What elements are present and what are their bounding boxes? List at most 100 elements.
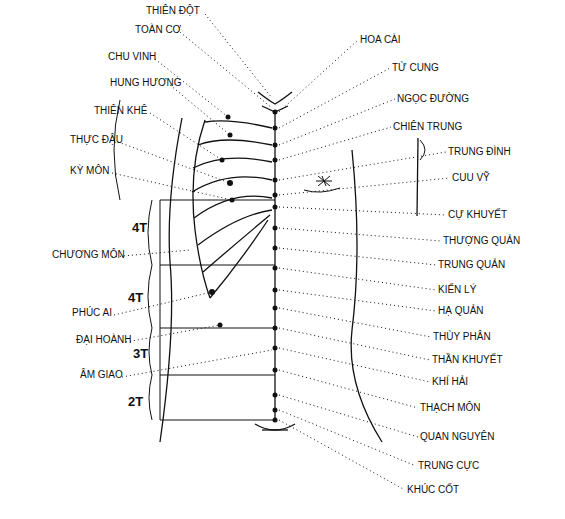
point-label: HOA CÀI	[360, 34, 401, 46]
leader-line	[126, 325, 220, 342]
point-label: HẠ QUẢN	[438, 305, 484, 317]
bracket	[420, 140, 425, 160]
point-dot	[273, 306, 278, 311]
leader-line	[150, 113, 222, 160]
rib	[198, 140, 272, 145]
leader-line	[279, 268, 436, 290]
point-dot	[273, 408, 278, 413]
point-dot	[273, 193, 278, 198]
rib	[194, 196, 272, 218]
point-label: THƯỢNG QUẢN	[443, 235, 520, 247]
point-dots	[209, 110, 278, 423]
leader-line	[279, 420, 405, 490]
point-label: TRUNG QUẢN	[438, 259, 505, 271]
point-label: THIÊN ĐỘT	[146, 5, 200, 17]
leader-line	[279, 178, 450, 195]
point-label: ĐẠI HOÀNH	[76, 334, 132, 346]
point-label: CUU VỸ	[452, 172, 490, 184]
rib	[210, 220, 268, 298]
point-label: CHƯƠNG MÔN	[52, 249, 125, 261]
leader-line	[279, 127, 391, 160]
body-outline	[351, 150, 382, 442]
point-dot	[273, 326, 278, 331]
leader-line	[170, 85, 230, 135]
point-label: HUNG HƯƠNG	[110, 77, 182, 89]
point-label: TOÀN CƠ	[135, 24, 181, 36]
leader-line	[279, 348, 430, 382]
point-label: TỬ CUNG	[392, 62, 439, 74]
point-dot	[273, 346, 278, 351]
bracket	[148, 200, 152, 420]
leader-line	[279, 40, 358, 112]
point-dot	[226, 115, 231, 120]
point-label: QUAN NGUYÊN	[420, 431, 494, 443]
point-dot	[230, 198, 235, 203]
band-line	[160, 200, 275, 420]
point-label: THẦN KHUYẾT	[432, 354, 503, 366]
leader-line	[112, 173, 232, 200]
leader-line	[279, 152, 446, 180]
measurement-label: 4T	[132, 222, 147, 234]
point-label: KỲ MÔN	[70, 165, 109, 177]
pubic-mark	[262, 429, 288, 430]
point-label: CHIÊN TRUNG	[393, 121, 462, 133]
point-label: KHÚC CỐT	[407, 484, 459, 496]
point-label: CHU VINH	[108, 51, 156, 63]
point-label: ÂM GIAO	[80, 369, 123, 381]
point-label: NGỌC ĐƯỜNG	[397, 93, 469, 105]
point-label: KHÍ HẢI	[432, 376, 468, 388]
arm-outline	[417, 138, 418, 216]
point-dot	[228, 133, 233, 138]
leader-line	[279, 99, 395, 145]
point-label: CỰ KHUYẾT	[448, 209, 507, 221]
leader-line	[279, 68, 390, 128]
point-dot	[273, 126, 278, 131]
point-dot	[273, 393, 278, 398]
leader-line	[118, 142, 230, 183]
point-label: THẠCH MÔN	[420, 402, 481, 414]
leader-line	[114, 292, 212, 315]
point-dot	[273, 246, 278, 251]
measurement-label: 4T	[128, 292, 143, 304]
leader-line	[279, 228, 441, 241]
point-dot	[227, 180, 233, 186]
measurement-label: 2T	[128, 396, 143, 408]
leader-line	[279, 328, 430, 360]
rib	[192, 177, 272, 192]
rib	[198, 210, 272, 245]
nipple-mark	[316, 176, 332, 186]
leader-line	[279, 248, 436, 265]
point-dot	[273, 266, 278, 271]
point-label: TRUNG ĐÌNH	[448, 146, 511, 158]
point-label: KIẾN LÝ	[438, 284, 476, 296]
point-dot	[273, 178, 278, 183]
point-dot	[273, 288, 278, 293]
rib	[205, 121, 272, 128]
point-dot	[220, 158, 225, 163]
chest-line	[304, 188, 340, 192]
leader-line	[279, 290, 436, 311]
pubic-mark	[255, 424, 295, 430]
band-line	[160, 200, 161, 420]
point-dot	[273, 158, 278, 163]
point-dot	[273, 226, 278, 231]
leader-line	[279, 370, 418, 408]
measurement-label: 3T	[133, 348, 148, 360]
point-dot	[273, 110, 278, 115]
point-label: THỦY PHÂN	[433, 331, 491, 343]
point-dot	[273, 418, 278, 423]
point-dot	[273, 368, 278, 373]
leader-line	[279, 308, 431, 337]
point-label: TRUNG CỰC	[418, 460, 479, 472]
point-label: THIÊN KHÊ	[94, 105, 147, 117]
point-dot	[218, 323, 223, 328]
point-dot	[273, 143, 278, 148]
point-label: THỰC ĐẬU	[70, 134, 123, 146]
rib	[193, 158, 272, 168]
point-dot	[273, 205, 278, 210]
throat-mark	[258, 92, 292, 104]
leader-line	[180, 32, 272, 108]
point-label: PHÚC AI	[72, 307, 112, 319]
leader-line	[205, 14, 272, 98]
